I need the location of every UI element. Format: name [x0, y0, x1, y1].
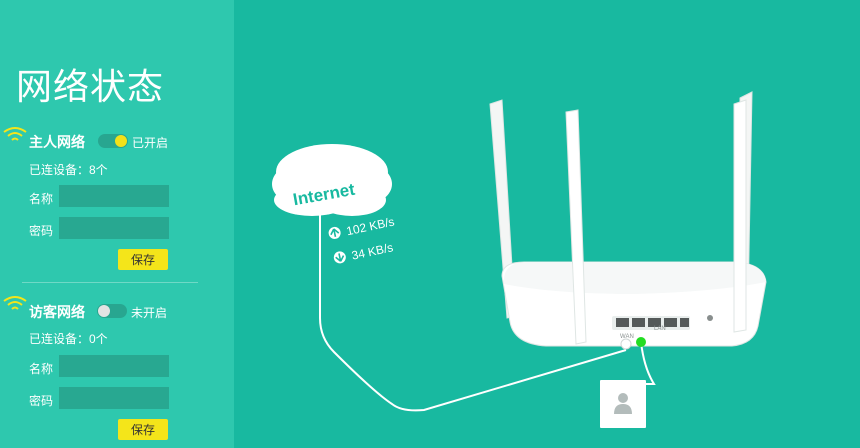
- guest-ssid-field[interactable]: [59, 355, 169, 377]
- guest-network-name: 访客网络: [29, 304, 85, 320]
- main-password-label: 密码: [29, 224, 54, 238]
- user-icon[interactable]: [600, 380, 646, 428]
- guest-ssid-label: 名称: [29, 362, 54, 376]
- main-network-toggle-label: 已开启: [132, 136, 169, 150]
- main-network-toggle[interactable]: [98, 134, 128, 148]
- guest-network-toggle[interactable]: [97, 304, 127, 318]
- guest-password-label: 密码: [29, 394, 54, 408]
- wifi-icon: [3, 127, 27, 141]
- wan-cable: [319, 210, 627, 412]
- toggle-knob: [98, 305, 110, 317]
- lan-label: LAN: [654, 326, 666, 332]
- guest-password-field[interactable]: [59, 387, 169, 409]
- lan-cable: [616, 341, 656, 385]
- lan-port-dot: [636, 337, 646, 347]
- main-save-button[interactable]: 保存: [118, 249, 168, 270]
- guest-connected-devices: 已连设备：0个: [29, 332, 108, 346]
- cloud-icon: [272, 144, 392, 216]
- network-diagram: Internet 102 KB/s 34 KB/s WAN LAN: [272, 91, 767, 428]
- page-title: 网络状态: [16, 67, 165, 108]
- upload-speed: 102 KB/s: [345, 214, 396, 238]
- section-divider: [22, 282, 198, 283]
- guest-network-toggle-label: 未开启: [131, 306, 168, 320]
- wan-port-dot: [620, 338, 632, 350]
- router-icon: WAN LAN: [489, 91, 767, 350]
- arrow-down-icon: [333, 251, 346, 264]
- arrow-up-icon: [328, 226, 341, 239]
- guest-save-button[interactable]: 保存: [118, 419, 168, 440]
- wan-label: WAN: [620, 334, 634, 340]
- main-connected-devices: 已连设备：8个: [29, 163, 108, 177]
- main-ssid-field[interactable]: [59, 185, 169, 207]
- toggle-knob: [115, 135, 127, 147]
- main-network-name: 主人网络: [29, 134, 85, 150]
- main-password-field[interactable]: [59, 217, 169, 239]
- main-ssid-label: 名称: [29, 192, 54, 206]
- sidebar: 网络状态 主人网络 已开启 已连设备：8个 名称 密码 保存 访客网络 未开启 …: [0, 0, 234, 448]
- wifi-icon: [3, 296, 27, 310]
- download-speed: 34 KB/s: [350, 240, 394, 262]
